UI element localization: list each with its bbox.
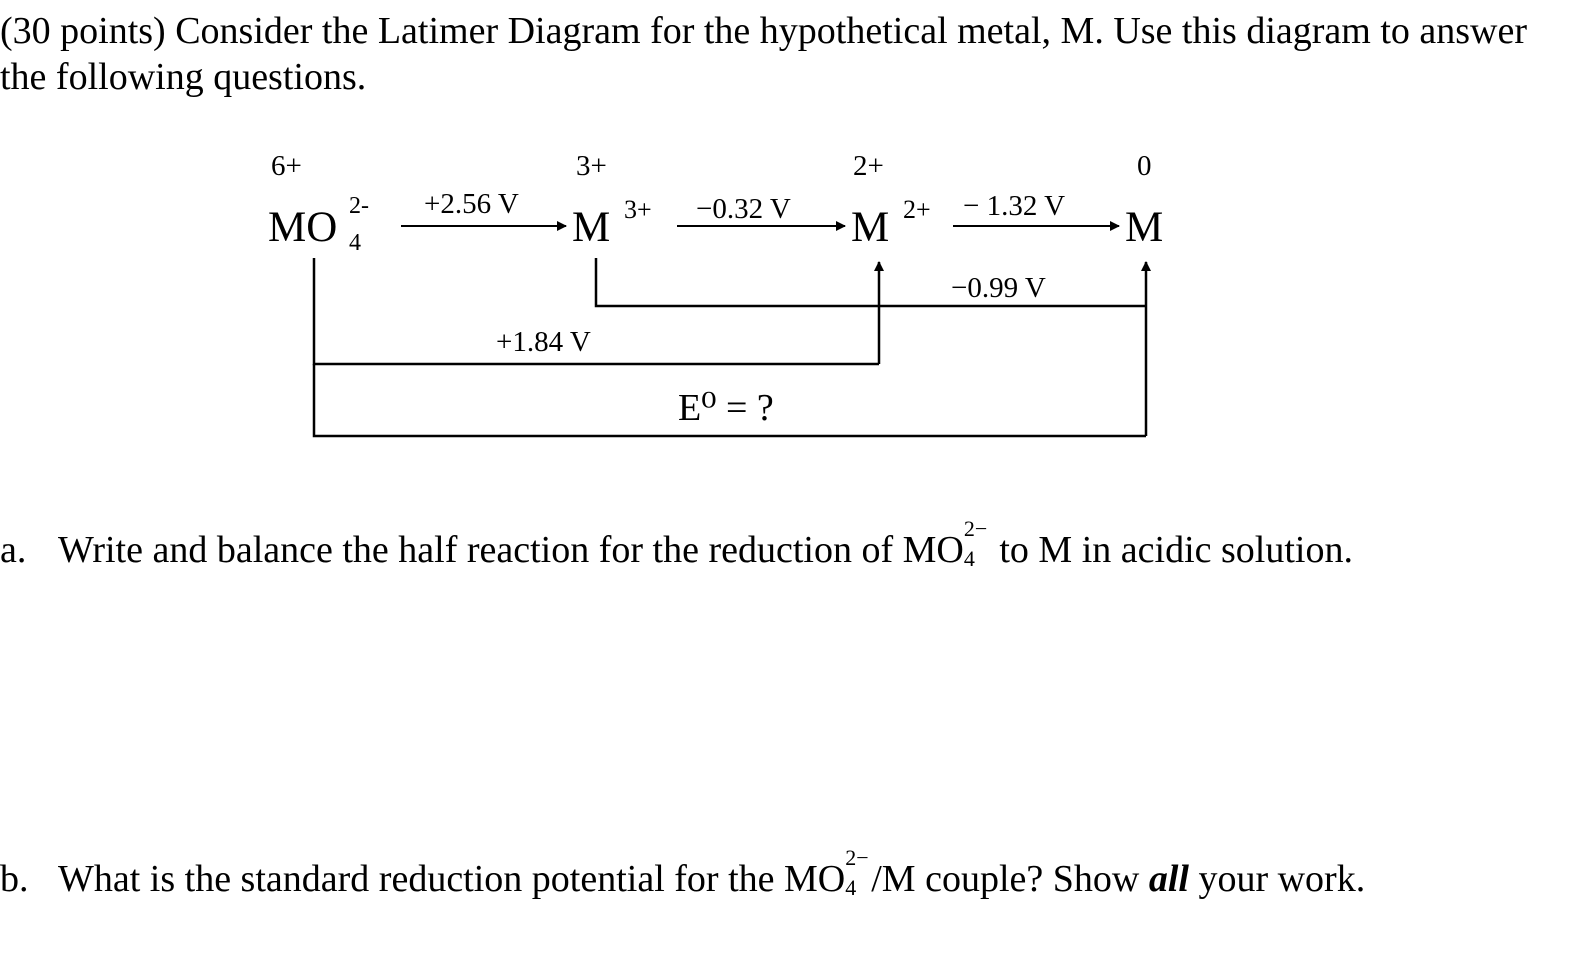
connector-mo4-to-m	[312, 364, 1146, 438]
question-b-text-before: What is the standard reduction potential…	[58, 858, 775, 900]
species-m3: M 3+	[572, 195, 652, 251]
species-m2: M 2+	[851, 195, 931, 251]
oxidation-state-3: 3+	[576, 150, 607, 182]
species-m2-base: M	[851, 204, 889, 251]
oxidation-state-0: 0	[1137, 150, 1152, 182]
potential-m2-to-m: − 1.32 V	[963, 190, 1065, 222]
question-intro: (30 points) Consider the Latimer Diagram…	[0, 10, 1527, 98]
oxidation-state-2: 2+	[853, 150, 884, 182]
potential-unknown: E⁰ = ?	[678, 387, 774, 429]
species-mo4-subscript: 4	[349, 230, 361, 256]
question-b-letter: b.	[0, 858, 29, 900]
species-mo4-charge: 2-	[349, 193, 369, 219]
species-m3-charge: 3+	[624, 195, 652, 224]
species-mo4-base: MO	[268, 204, 337, 251]
question-a-text-before: Write and balance the half reaction for …	[58, 529, 894, 571]
question-b-text-after: your work.	[1198, 858, 1366, 900]
latimer-diagram: 6+ 3+ 2+ 0 MO 2- 4 M 3+ M 2+ M +2.56 V −…	[268, 150, 1163, 438]
potential-mo4-to-m2: +1.84 V	[496, 326, 591, 358]
question-a-text-after: to M in acidic solution.	[999, 529, 1353, 571]
species-m3-base: M	[572, 204, 610, 251]
oxidation-state-6: 6+	[271, 150, 302, 182]
potential-m3-to-m: −0.99 V	[951, 272, 1046, 304]
potential-m3-to-m2: −0.32 V	[696, 193, 791, 225]
species-m0: M	[1125, 204, 1163, 251]
potential-mo4-to-m3: +2.56 V	[424, 188, 519, 220]
question-b-text-mid: /M couple? Show	[871, 858, 1140, 900]
species-mo4: MO 2- 4	[268, 193, 369, 256]
connector-m3-to-m	[594, 258, 1146, 308]
species-m2-charge: 2+	[903, 195, 931, 224]
question-a: a. Write and balance the half reaction fo…	[0, 516, 1353, 573]
question-b-emphasis: all	[1148, 858, 1189, 900]
question-a-letter: a.	[0, 529, 27, 571]
question-b: b. What is the standard reduction potenti…	[0, 845, 1366, 902]
